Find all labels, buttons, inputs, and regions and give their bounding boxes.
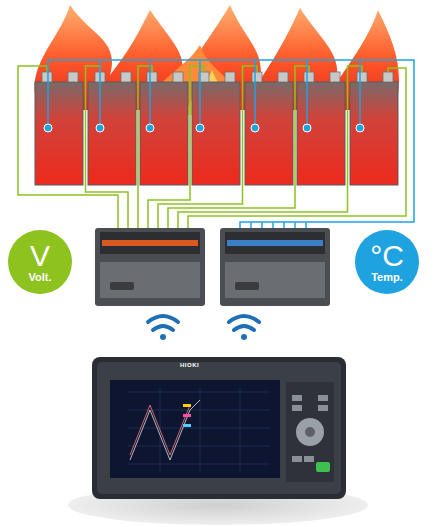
unit-symbol: °C <box>370 241 404 271</box>
temperature-module <box>220 228 330 306</box>
temperature-badge: °CTemp. <box>355 230 419 294</box>
brand-name: HIOKI <box>180 362 199 368</box>
wireless-icon <box>148 316 259 330</box>
wireless-dot <box>160 334 247 340</box>
unit-label: Volt. <box>28 271 51 284</box>
unit-label: Temp. <box>371 271 403 284</box>
voltage-badge: VVolt. <box>8 230 72 294</box>
voltage-module <box>95 228 205 306</box>
unit-symbol: V <box>30 241 50 271</box>
voltage-wires <box>18 66 406 232</box>
data-logger <box>68 357 368 525</box>
batteries <box>35 72 398 185</box>
sensor-dots <box>44 124 364 132</box>
temperature-wires <box>48 60 414 232</box>
